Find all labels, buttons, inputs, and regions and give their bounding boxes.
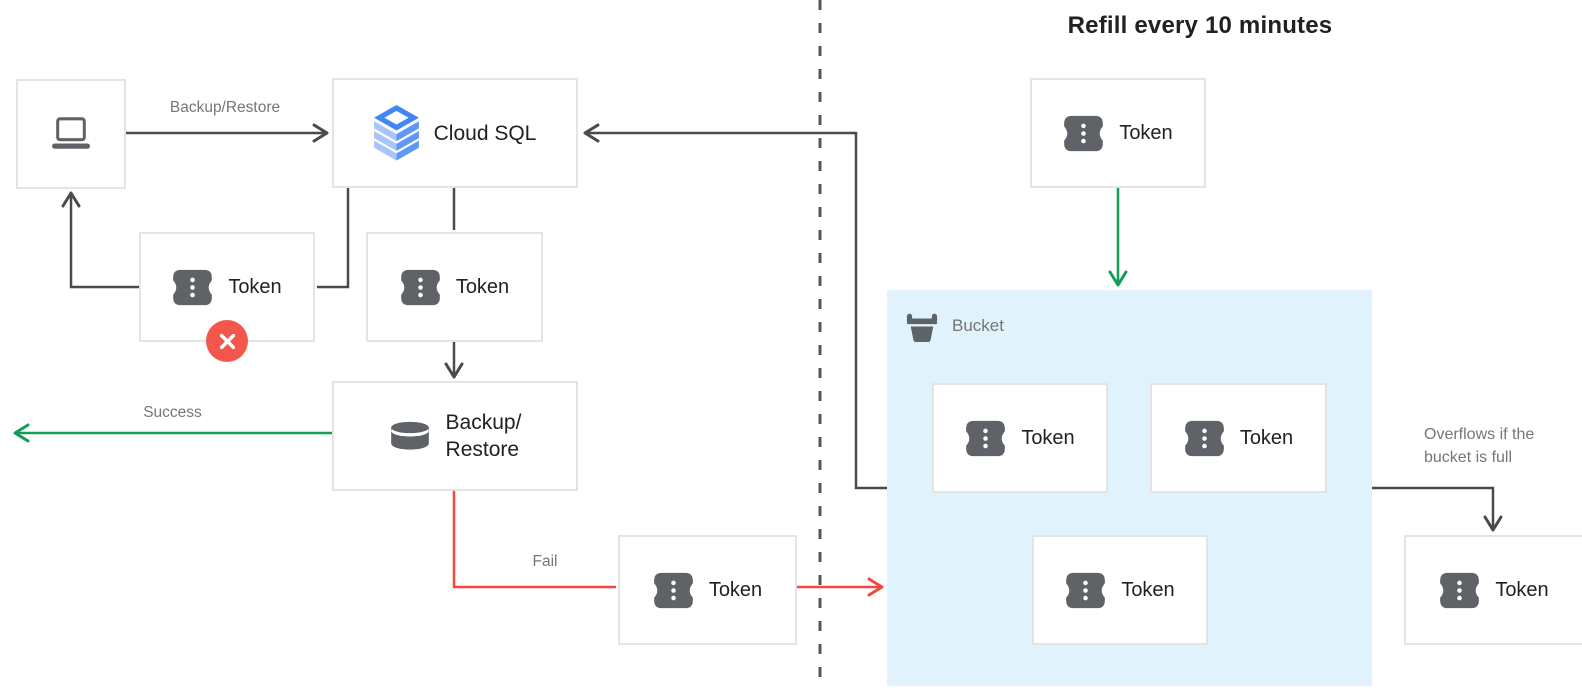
client-node [16, 79, 126, 189]
backup-restore-node: Backup/ Restore [332, 381, 578, 491]
bucket-basket-icon [905, 310, 939, 342]
edge-cloudsql-to-denied-token [317, 188, 350, 289]
token-ticket-icon [1065, 572, 1106, 609]
database-cylinder-icon [389, 420, 431, 452]
token-node-fail-return: Token [618, 535, 797, 645]
token-ticket-icon [400, 269, 441, 306]
token-ticket-icon [1063, 115, 1104, 152]
cloud-sql-label: Cloud SQL [433, 121, 537, 145]
token-node-bucket-3: Token [1032, 535, 1208, 645]
edge-fail-to-token [452, 491, 616, 589]
token-ticket-icon [1439, 572, 1480, 609]
bucket-label: Bucket [952, 316, 1004, 335]
token-node-consumed: Token [366, 232, 543, 342]
token-ticket-icon [1184, 420, 1225, 457]
laptop-icon [48, 115, 94, 153]
error-x-circle-icon [206, 320, 248, 362]
cloud-sql-node: Cloud SQL [332, 78, 578, 188]
token-node-denied: Token [139, 232, 315, 362]
token-ticket-icon [653, 572, 694, 609]
backup-restore-label: Backup/ Restore [445, 411, 522, 461]
token-ticket-icon [172, 269, 213, 306]
token-node-overflow: Token [1404, 535, 1582, 645]
overflow-edge-label: Overflows if the bucket is full [1424, 426, 1535, 466]
fail-edge-label: Fail [532, 553, 558, 570]
token-node-refill: Token [1030, 78, 1206, 188]
token-ticket-icon [965, 420, 1006, 457]
refill-title: Refill every 10 minutes [1067, 12, 1333, 39]
edge-bucket-overflow [1372, 486, 1503, 532]
success-edge-label: Success [143, 404, 202, 421]
token-node-bucket-1: Token [932, 383, 1108, 493]
backup-restore-edge-label: Backup/Restore [169, 99, 281, 116]
edge-denied-token-to-client [61, 191, 139, 289]
edge-bucket-to-cloudsql [583, 123, 887, 490]
cloud-sql-stack-icon [374, 105, 419, 161]
token-node-bucket-2: Token [1150, 383, 1327, 493]
bucket-header: Bucket [905, 310, 1004, 342]
